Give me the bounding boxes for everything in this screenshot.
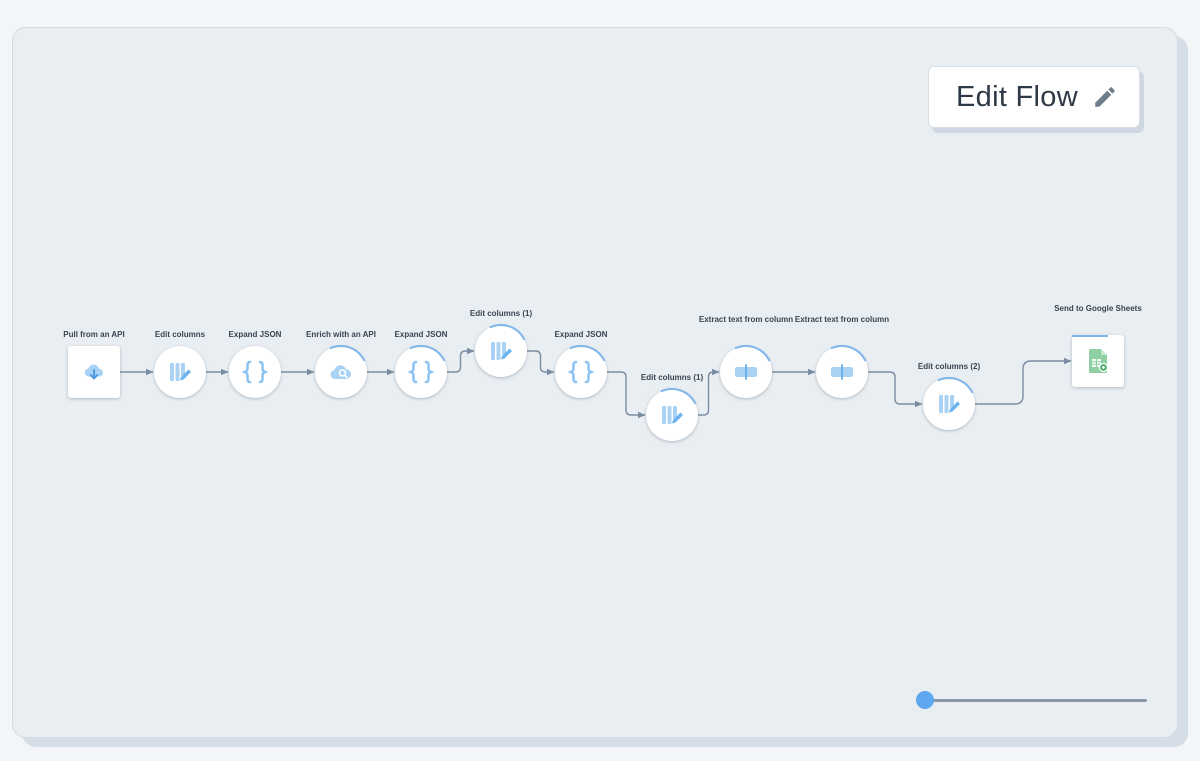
edit-flow-button-label: Edit Flow [956, 80, 1078, 113]
extract-text-icon [733, 362, 759, 382]
flow-node-label: Expand JSON [554, 330, 608, 339]
flow-node[interactable] [555, 346, 607, 398]
flow-node[interactable] [816, 346, 868, 398]
flow-edge [868, 371, 923, 408]
flow-edge [975, 357, 1072, 405]
flow-node-label: Pull from an API [63, 330, 125, 339]
flow-node-label: Edit columns (2) [917, 362, 981, 371]
flow-node[interactable] [395, 346, 447, 398]
flow-node-label: Send to Google Sheets [1054, 304, 1142, 313]
flow-node[interactable] [68, 346, 120, 398]
zoom-slider-track[interactable] [925, 699, 1147, 702]
flow-node-label: Extract text from column [698, 315, 794, 324]
flow-node-label: Extract text from column [794, 315, 890, 324]
edit-columns-icon [660, 404, 684, 426]
flow-node[interactable] [1072, 335, 1124, 387]
flow-node-label: Enrich with an API [306, 330, 376, 339]
flow-edge [607, 371, 646, 419]
flow-node-label: Expand JSON [394, 330, 448, 339]
braces-icon [568, 360, 594, 384]
flow-node-label: Edit columns (1) [469, 309, 533, 318]
flow-edge [447, 347, 475, 373]
flow-node[interactable] [720, 346, 772, 398]
pencil-icon [1095, 87, 1115, 107]
braces-icon [408, 360, 434, 384]
flow-node-label: Edit columns [154, 330, 206, 339]
extract-text-icon [829, 362, 855, 382]
flow-node-label: Expand JSON [228, 330, 282, 339]
flow-node[interactable] [475, 325, 527, 377]
flow-edge [527, 350, 555, 376]
flow-node[interactable] [154, 346, 206, 398]
flow-node[interactable] [315, 346, 367, 398]
google-sheets-icon [1087, 348, 1109, 374]
cloud-search-icon [329, 362, 353, 382]
flow-node[interactable] [923, 378, 975, 430]
zoom-slider-thumb[interactable] [916, 691, 934, 709]
flow-node[interactable] [646, 389, 698, 441]
flow-node[interactable] [229, 346, 281, 398]
edit-flow-button[interactable]: Edit Flow [928, 66, 1140, 128]
edit-columns-icon [168, 361, 192, 383]
braces-icon [242, 360, 268, 384]
cloud-download-icon [83, 361, 105, 383]
flow-edge [698, 368, 720, 416]
flow-node-label: Edit columns (1) [640, 373, 704, 382]
edit-columns-icon [489, 340, 513, 362]
edit-columns-icon [937, 393, 961, 415]
